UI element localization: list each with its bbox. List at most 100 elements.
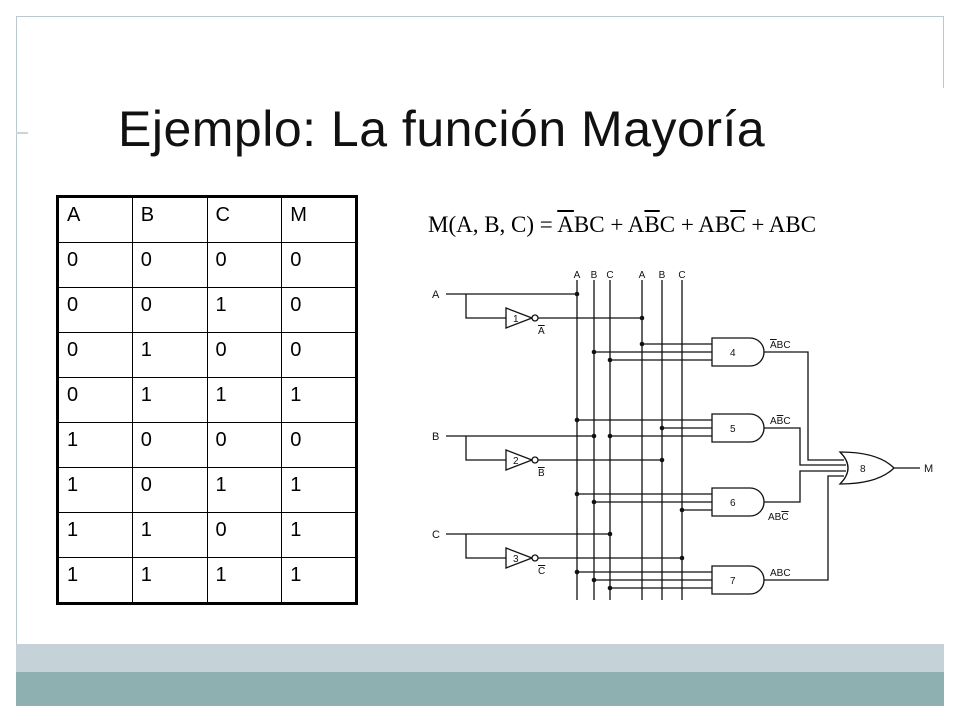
table-cell: 1: [206, 556, 283, 605]
table-cell: 0: [57, 377, 133, 423]
bus-label: B: [659, 270, 666, 281]
table-cell: 0: [131, 466, 208, 513]
wire-gate6-out: [764, 470, 846, 503]
logic-circuit: A B C A B C A B C 1 2 3 A B C 4 5 6 7 AB…: [432, 270, 933, 600]
and-gate-number: 6: [730, 498, 736, 509]
wire-b-to-inverter: [465, 436, 506, 461]
table-cell: 0: [206, 511, 283, 558]
gate5-label-bar: B: [777, 416, 784, 427]
junction-dot: [639, 341, 645, 347]
table-cell: 1: [131, 377, 208, 423]
table-cell: 1: [57, 466, 133, 513]
footer-bar-dark: [16, 672, 944, 706]
table-cell: 1: [281, 377, 357, 423]
formula-plus: +: [745, 212, 769, 237]
gate7-output-label: ABC: [770, 568, 791, 579]
table-cell: 1: [206, 287, 283, 334]
table-cell: 1: [281, 466, 357, 513]
gate5-output-label: ABC: [770, 416, 791, 427]
junction-dot: [591, 577, 597, 583]
inverter-output-label: C: [538, 566, 545, 577]
gate5-label-rest: C: [783, 416, 790, 427]
table-row: 1 0 1 1: [57, 466, 357, 513]
junction-dot: [574, 291, 580, 297]
formula-term2-bar: B: [644, 212, 660, 237]
table-cell: 0: [131, 287, 208, 334]
formula-term2-rest: C: [659, 212, 676, 237]
formula-term3-bar: C: [730, 212, 746, 237]
bus-label: A: [574, 270, 581, 281]
table-cell: 0: [281, 242, 357, 289]
formula-term3-pre: AB: [698, 212, 731, 237]
gate6-label-bar: C: [781, 512, 788, 523]
wire-gate4-out: [764, 351, 844, 461]
table-cell: 1: [206, 466, 283, 513]
junction-dot: [679, 507, 685, 513]
table-cell: 0: [206, 421, 283, 468]
junction-dot: [679, 555, 685, 561]
table-cell: 0: [281, 332, 357, 378]
formula-plus: +: [675, 212, 699, 237]
gate6-output-label: ABC: [768, 512, 789, 523]
table-cell: 1: [281, 556, 357, 605]
table-cell: 0: [281, 421, 357, 468]
junction-dot: [574, 417, 580, 423]
junction-dot: [591, 499, 597, 505]
frame-edge: [940, 88, 944, 644]
gate4-label-rest: BC: [777, 340, 791, 351]
inverter-2: [505, 449, 534, 471]
table-cell: 1: [281, 511, 357, 558]
inverter-number: 2: [513, 456, 519, 467]
slide-title: Ejemplo: La función Mayoría: [118, 101, 766, 157]
junction-dot: [574, 491, 580, 497]
formula-lhs: M(A, B, C) =: [428, 212, 558, 237]
gate4-output-label: ABC: [770, 340, 791, 351]
output-label-m: M: [924, 463, 933, 475]
inverter-number: 1: [513, 314, 519, 325]
frame-accent: [16, 132, 28, 134]
input-label-c: C: [432, 529, 440, 541]
input-label-b: B: [432, 431, 439, 443]
formula-term1-bar: A: [557, 212, 574, 237]
table-cell: 1: [131, 332, 208, 378]
bus-label: C: [606, 270, 613, 281]
junction-dot: [607, 585, 613, 591]
or-gate-number: 8: [860, 464, 866, 475]
wire-gate7-out: [764, 475, 844, 581]
inverter-3-bubble: [531, 554, 539, 562]
junction-dot: [574, 569, 580, 575]
table-cell: 0: [206, 332, 283, 378]
table-row: 1 1 0 1: [57, 511, 357, 558]
header-cell: B: [131, 195, 208, 244]
table-row: 1 0 0 0: [57, 421, 357, 468]
header-cell: C: [206, 195, 283, 244]
wire-gate5-out: [764, 427, 846, 466]
truth-table-header-row: A B C M: [57, 195, 357, 244]
table-row: 0 0 0 0: [57, 242, 357, 289]
bus-label: B: [591, 270, 598, 281]
and-gate-4: [711, 337, 765, 367]
and-gate-number: 4: [730, 348, 736, 359]
and-gate-7: [711, 565, 765, 595]
inverter-3: [505, 547, 534, 569]
wire-c-to-inverter: [465, 534, 506, 559]
table-cell: 1: [57, 511, 133, 558]
input-label-a: A: [432, 289, 440, 301]
junction-dot: [659, 425, 665, 431]
table-cell: 1: [57, 556, 133, 605]
formula-term2-pre: A: [627, 212, 645, 237]
gate4-label-bar: A: [770, 340, 777, 351]
junction-dot: [607, 531, 613, 537]
table-cell: 0: [57, 332, 133, 378]
table-cell: 1: [131, 556, 208, 605]
gate5-label-pre: A: [770, 416, 777, 427]
formula-plus: +: [604, 212, 628, 237]
inverter-1-bubble: [531, 314, 539, 322]
majority-formula: M(A, B, C) = ABC + ABC + ABC + ABC: [428, 212, 816, 238]
wire-a-to-inverter: [465, 294, 506, 319]
footer-bar-light: [16, 644, 944, 672]
header-cell: A: [57, 195, 133, 244]
junction-dot: [607, 433, 613, 439]
inverter-1: [505, 307, 534, 329]
inverter-output-label: A: [538, 326, 545, 337]
